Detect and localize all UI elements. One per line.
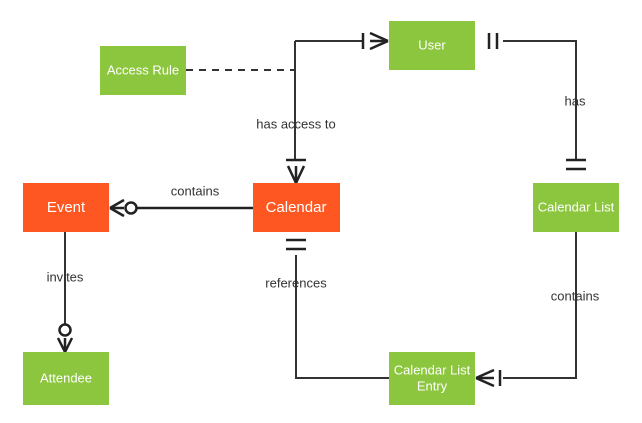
notation-entry-many-with-bar-icon [475, 368, 502, 388]
entity-box-calendar-list[interactable] [533, 183, 619, 232]
edge-calendar-list-to-entry [503, 232, 577, 379]
entity-label-attendee: Attendee [40, 370, 92, 385]
relationship-label-has-access-to: has access to [256, 116, 336, 131]
edge-calendar-to-entry [295, 255, 389, 379]
notation-calendar-list-one-and-only-one-icon [566, 158, 586, 171]
entity-label-access-rule: Access Rule [107, 62, 179, 77]
entity-box-calendar[interactable] [253, 183, 340, 232]
relationship-label-invites: invites [47, 269, 84, 284]
notation-calendar-one-or-many-icon [286, 158, 306, 184]
entity-box-calendar-list-entry[interactable] [389, 352, 475, 405]
entity-label-calendar-list-entry-line1: Calendar List [394, 362, 471, 377]
entity-box-attendee[interactable] [23, 352, 109, 405]
notation-event-zero-or-many-icon [109, 198, 138, 218]
entity-label-calendar: Calendar [266, 199, 327, 216]
entity-box-event[interactable] [23, 183, 109, 232]
entity-box-user[interactable] [389, 21, 475, 70]
entity-box-access-rule[interactable] [100, 46, 186, 95]
relationship-label-contains-list-entry: contains [551, 288, 600, 303]
relationship-label-has: has [565, 93, 586, 108]
relationship-label-contains-event-calendar: contains [171, 183, 220, 198]
notation-user-one-to-many-icon [361, 31, 389, 51]
relationship-label-references: references [265, 275, 327, 290]
entity-label-user: User [418, 37, 446, 52]
entity-label-calendar-list: Calendar List [538, 199, 615, 214]
entity-label-calendar-list-entry-line2: Entry [417, 378, 448, 393]
entity-label-event: Event [47, 199, 86, 216]
notation-attendee-zero-or-many-icon [56, 323, 74, 353]
edge-user-to-calendar-list [503, 40, 577, 160]
notation-calendar-one-and-only-one-icon [286, 238, 306, 251]
notation-user-one-and-only-one-icon [487, 33, 499, 49]
